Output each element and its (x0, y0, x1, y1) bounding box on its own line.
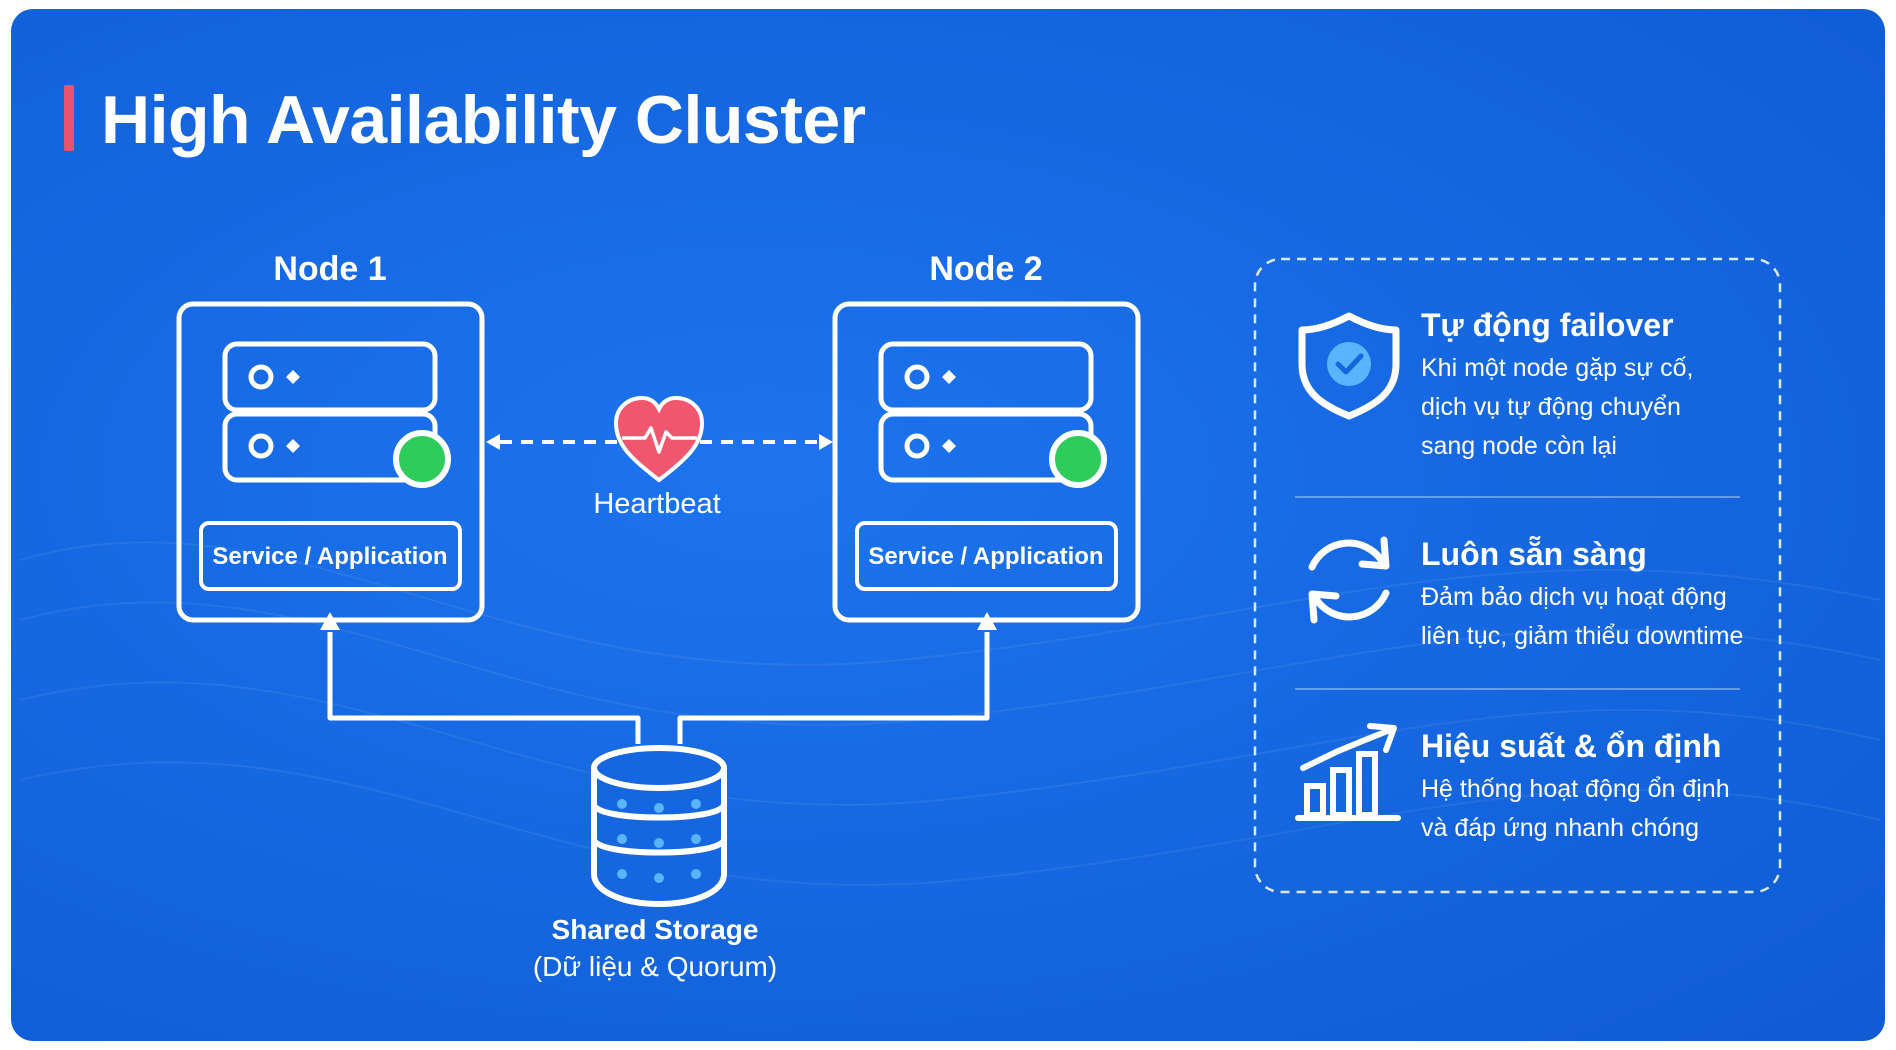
feature-description-line: sang node còn lại (1421, 432, 1617, 460)
node-1-status-indicator (393, 430, 451, 488)
node-2-server-unit-top (878, 341, 1094, 413)
node-2-service-box (855, 521, 1118, 591)
features-panel (1253, 257, 1782, 894)
feature-title-availability: Luôn sẵn sàng (1421, 536, 1647, 572)
title-accent-bar (64, 85, 74, 151)
feature-title-performance: Hiệu suất & ổn định (1421, 728, 1722, 764)
feature-description-line: Đảm bảo dịch vụ hoạt động (1421, 583, 1727, 611)
feature-description-availability: Đảm bảo dịch vụ hoạt động liên tục, giảm… (1421, 578, 1743, 656)
node-2-disk-icon (904, 433, 930, 459)
node-1-title: Node 1 (273, 250, 387, 288)
node-2 (832, 301, 1141, 623)
page-title: High Availability Cluster (101, 82, 866, 158)
feature-description-line: dịch vụ tự động chuyển (1421, 393, 1681, 421)
node-1-service-box (199, 521, 462, 591)
shield-check-icon (1298, 312, 1400, 420)
refresh-icon (1308, 536, 1390, 624)
node-1-disk-icon (248, 433, 274, 459)
node-1-server-unit-top (222, 341, 438, 413)
feature-description-performance: Hệ thống hoạt động ổn định và đáp ứng nh… (1421, 770, 1730, 848)
feature-description-line: và đáp ứng nhanh chóng (1421, 814, 1700, 842)
node-2-title: Node 2 (929, 250, 1043, 288)
heartbeat-label: Heartbeat (593, 488, 721, 520)
heartbeat-connector (486, 434, 833, 450)
storage-connectors (320, 612, 997, 744)
feature-title-failover: Tự động failover (1421, 307, 1674, 343)
growth-chart-icon (1295, 723, 1401, 821)
shared-storage-label: Shared Storage (551, 914, 759, 945)
heart-pulse-icon (613, 395, 705, 483)
node-1 (176, 301, 485, 623)
node-2-led-icon (942, 370, 956, 384)
feature-description-line: Khi một node gặp sự cố, (1421, 354, 1694, 382)
feature-description-line: Hệ thống hoạt động ổn định (1421, 775, 1730, 803)
node-1-led-icon (286, 370, 300, 384)
node-2-led-icon (942, 439, 956, 453)
shared-storage-sublabel: (Dữ liệu & Quorum) (532, 951, 778, 982)
node-1-disk-icon (248, 364, 274, 390)
database-icon (591, 745, 727, 908)
node-2-service-label: Service / Application (868, 543, 1104, 570)
node-2-disk-icon (904, 364, 930, 390)
node-1-led-icon (286, 439, 300, 453)
feature-description-line: liên tục, giảm thiểu downtime (1421, 622, 1744, 650)
node-1-service-label: Service / Application (212, 543, 448, 570)
node-2-status-indicator (1049, 430, 1107, 488)
feature-description-failover: Khi một node gặp sự cố, dịch vụ tự động … (1421, 349, 1693, 466)
